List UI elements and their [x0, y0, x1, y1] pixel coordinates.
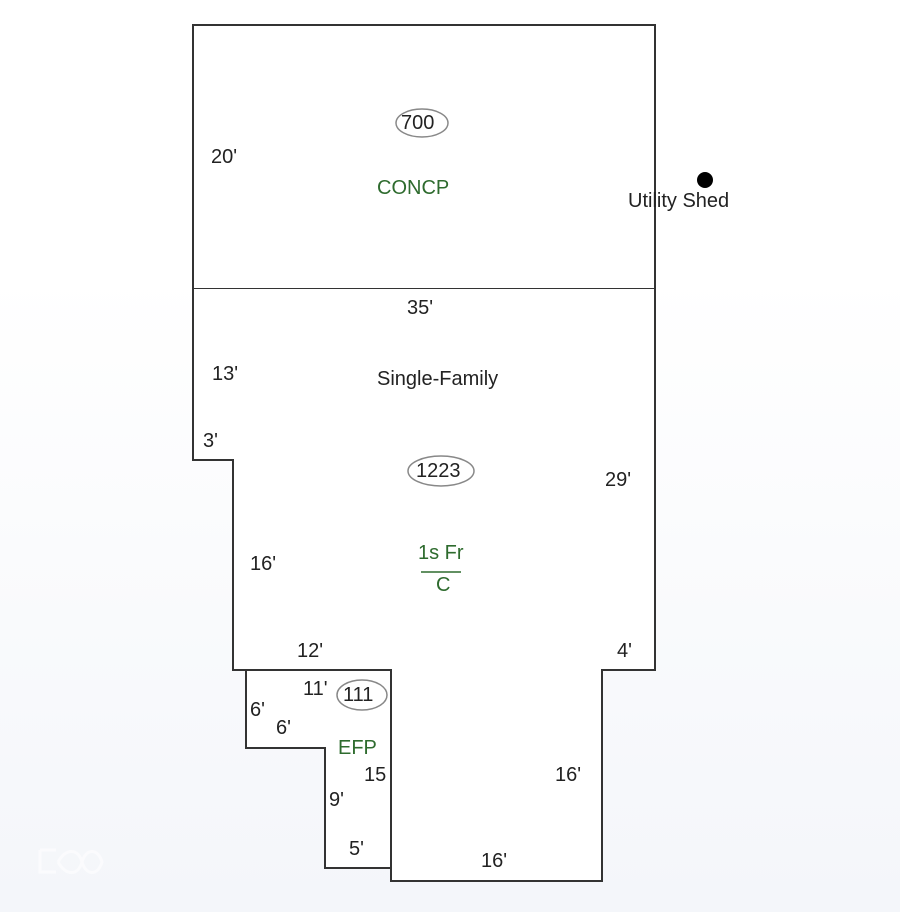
main-code-bottom: C: [436, 574, 451, 596]
concp-code: CONCP: [377, 177, 450, 199]
main-code-top: 1s Fr: [418, 542, 464, 564]
dim-16-bottom: 16': [481, 850, 508, 872]
dim-16-left: 16': [250, 553, 277, 575]
dim-9: 9': [329, 789, 344, 811]
dim-16-right: 16': [555, 764, 582, 786]
dim-15: 15: [364, 764, 387, 786]
utility-shed-label: Utility Shed: [628, 190, 730, 212]
dim-5: 5': [349, 838, 364, 860]
area-oval: [395, 108, 449, 138]
efp-sqft: 111: [343, 684, 374, 706]
dim-29: 29': [605, 469, 632, 491]
efp-code: EFP: [338, 737, 377, 759]
dim-3: 3': [203, 430, 218, 452]
dim-concp-left: 20': [211, 146, 238, 168]
utility-shed-marker-icon: [697, 172, 713, 188]
main-use-label: Single-Family: [377, 368, 499, 390]
dim-6-b: 6': [276, 717, 291, 739]
dim-6-a: 6': [250, 699, 265, 721]
area-oval: [407, 455, 475, 487]
area-oval: [336, 679, 388, 711]
watermark-logo-icon: [38, 848, 104, 874]
dim-13: 13': [212, 363, 239, 385]
dim-35: 35': [407, 297, 434, 319]
efp-area-outline: [245, 669, 392, 869]
concp-sqft: 700: [401, 112, 435, 134]
main-sqft: 1223: [416, 460, 461, 482]
concp-area-outline: [192, 24, 656, 290]
dim-4: 4': [617, 640, 632, 662]
dim-12: 12': [297, 640, 324, 662]
dim-11: 11': [303, 678, 328, 700]
